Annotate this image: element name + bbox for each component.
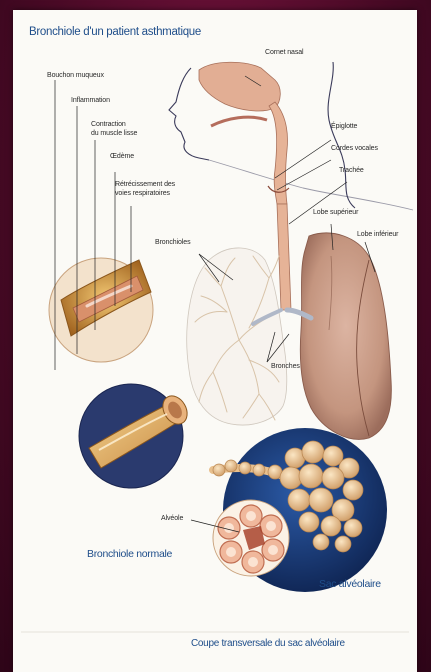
diagram-title: Bronchiole d'un patient asthmatique (29, 26, 201, 38)
label-alveole: Alvéole (161, 514, 183, 523)
diagram-sheet: Bronchiole d'un patient asthmatique Corn… (13, 10, 417, 672)
label-bronches: Bronches (271, 362, 300, 371)
alveolar-cross-section (213, 500, 289, 576)
label-bronchioles: Bronchioles (155, 238, 190, 247)
normal-bronchiole (79, 384, 192, 488)
label-cornet-nasal: Cornet nasal (265, 48, 304, 57)
label-retrecissement-line2: voies respiratoires (115, 189, 170, 198)
label-trachee: Trachée (339, 166, 364, 175)
label-bronchiole-normale: Bronchiole normale (87, 548, 172, 560)
label-epiglotte: Épiglotte (331, 122, 357, 131)
label-retrecissement-line1: Rétrécissement des (115, 180, 175, 189)
label-bouchon-muqueux: Bouchon muqueux (47, 71, 104, 80)
anatomy-illustration (13, 10, 417, 672)
label-contraction-line1: Contraction (91, 120, 126, 129)
asthmatic-bronchiole (49, 258, 153, 362)
label-lobe-inferieur: Lobe inférieur (357, 230, 398, 239)
label-cordes-vocales: Cordes vocales (331, 144, 378, 153)
label-sac-alveolaire: Sac alvéolaire (319, 578, 381, 590)
caption-cross-section: Coupe transversale du sac alvéolaire (191, 638, 345, 649)
label-inflammation: Inflammation (71, 96, 110, 105)
label-lobe-superieur: Lobe supérieur (313, 208, 358, 217)
left-lung-outline (187, 248, 287, 425)
label-contraction-line2: du muscle lisse (91, 129, 137, 138)
label-oedeme: Œdème (110, 152, 134, 161)
